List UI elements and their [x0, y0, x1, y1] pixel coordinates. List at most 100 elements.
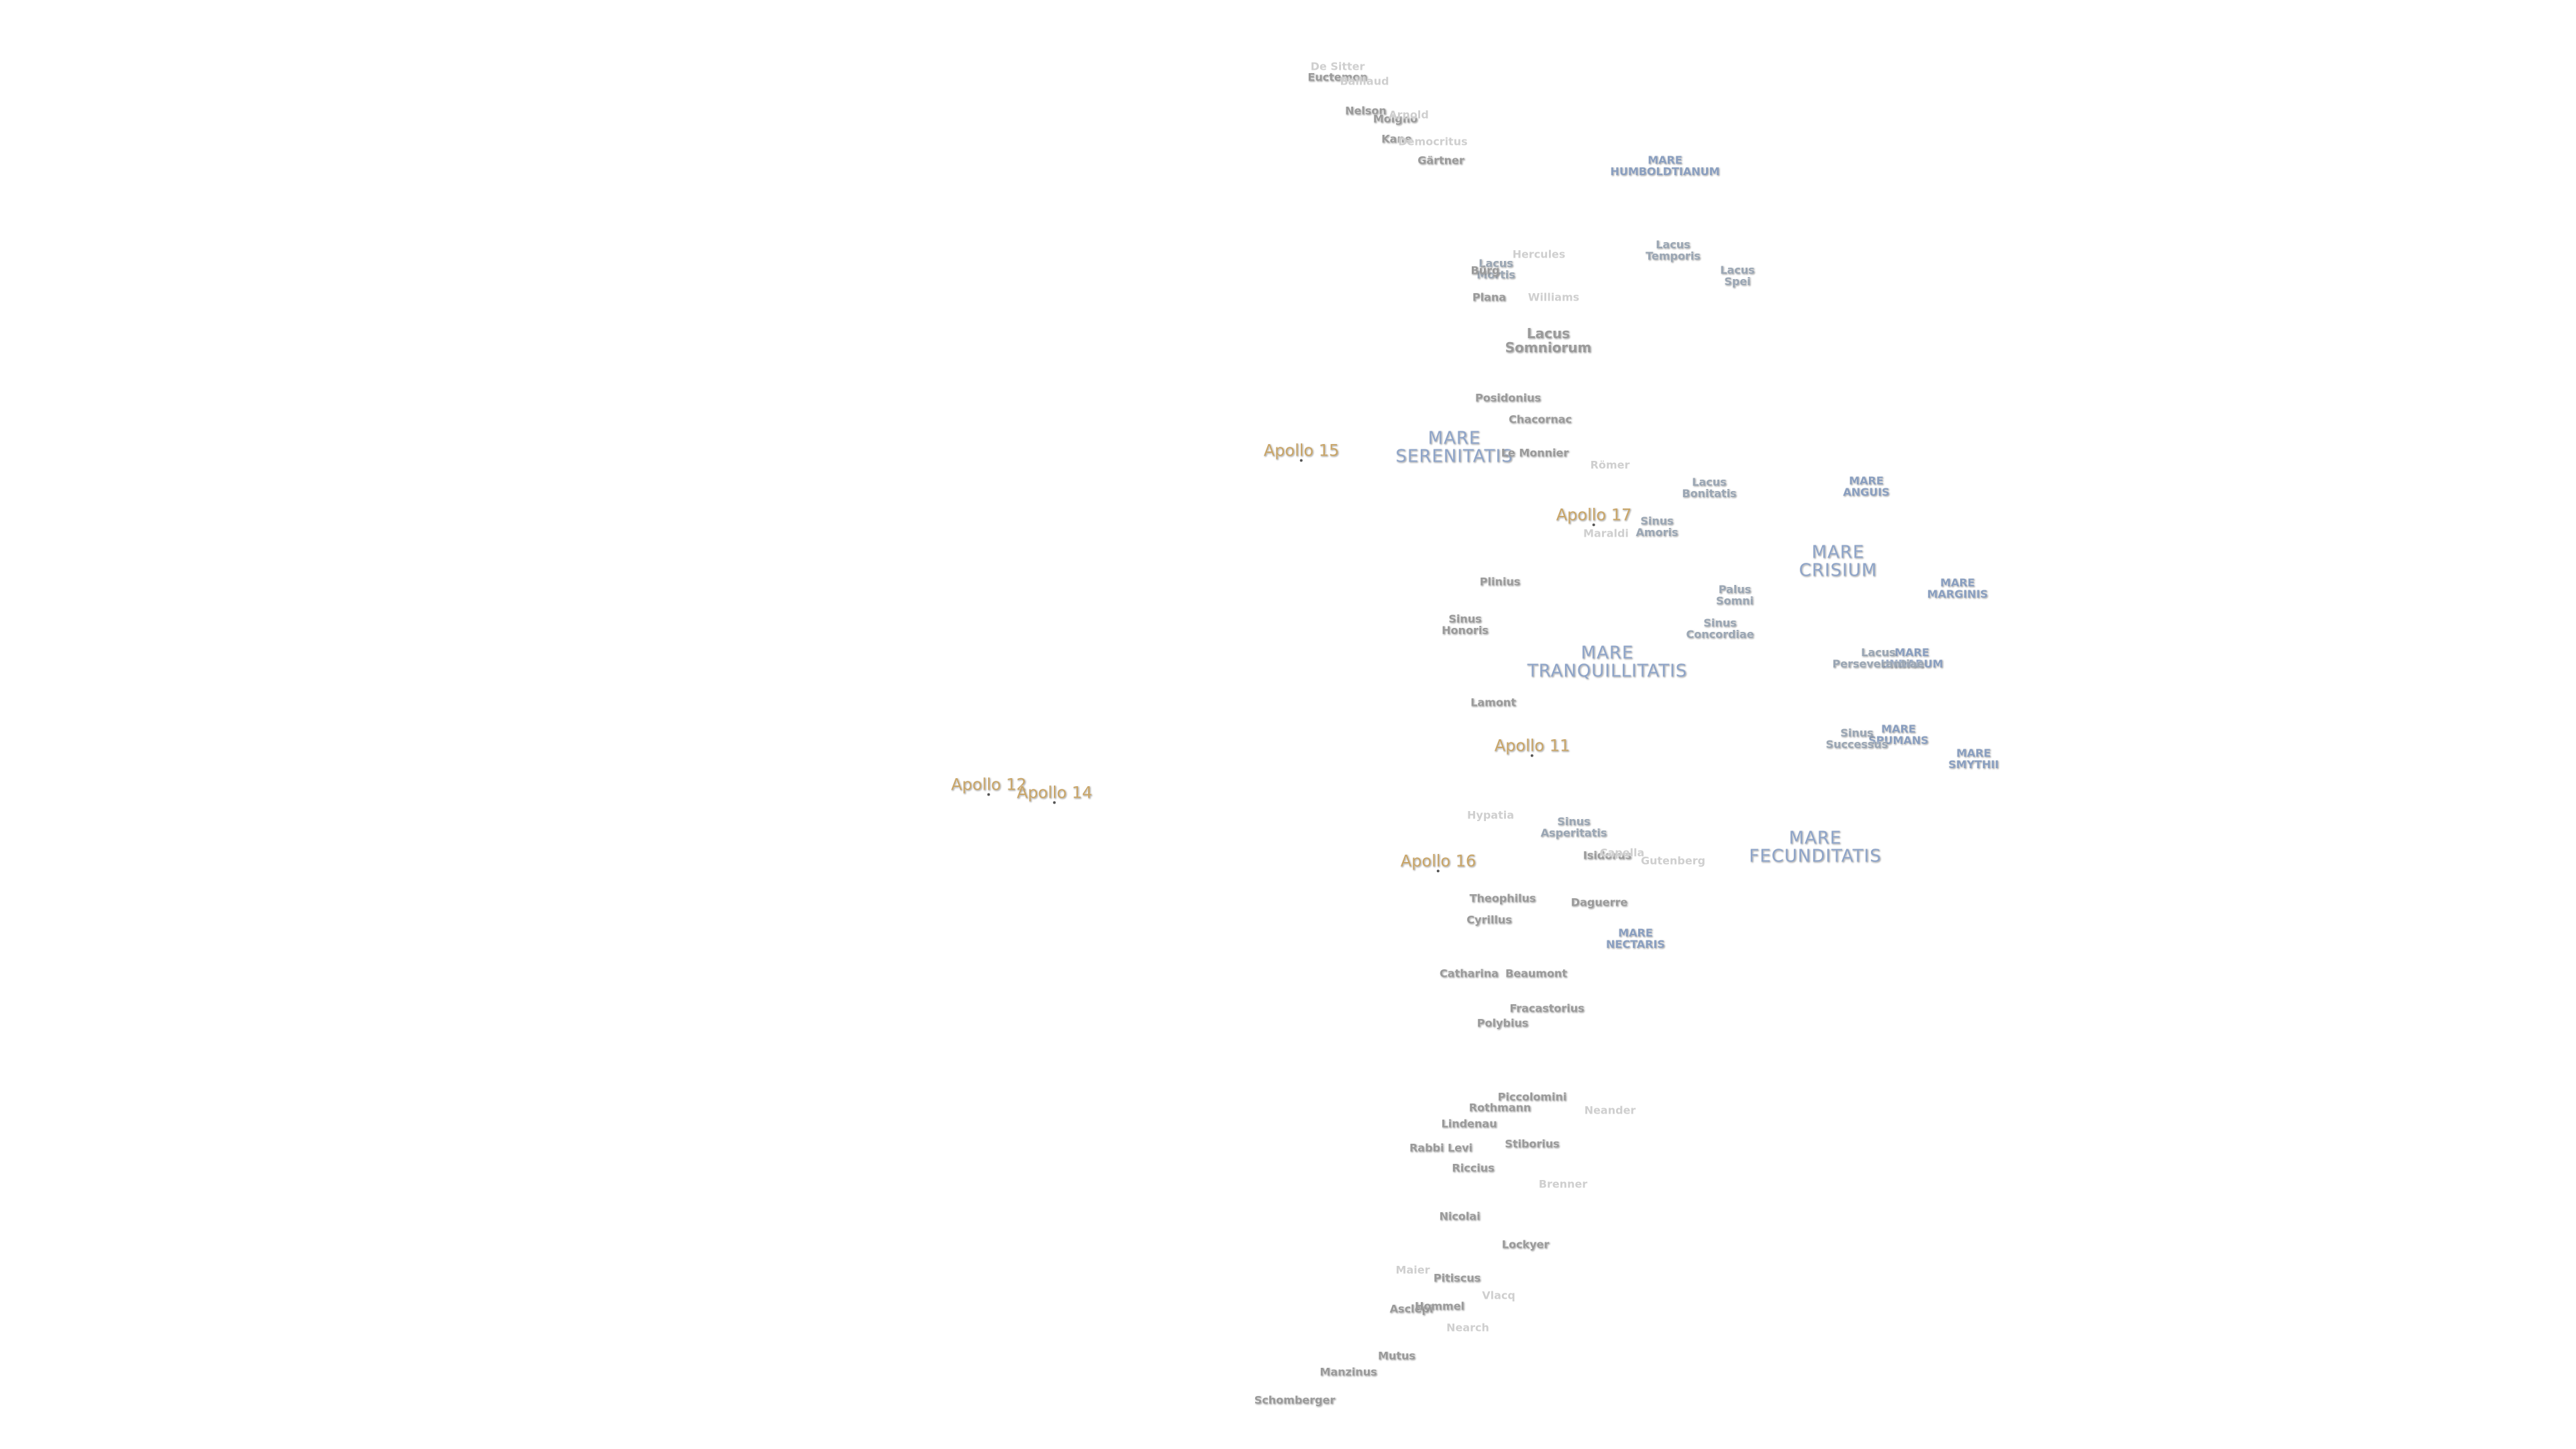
crater-label-nicolai: Nicolai — [1439, 1210, 1481, 1223]
crater-label-lamont: Lamont — [1470, 696, 1516, 709]
crater-label-theophilus: Theophilus — [1469, 892, 1536, 905]
mare-label-label-line2: TRANQUILLITATIS — [1527, 661, 1688, 682]
mare-label-label-line2: HUMBOLDTIANUM — [1610, 165, 1720, 178]
lake-label-label-line2: Concordiae — [1686, 628, 1754, 641]
crater-label-gartner: Gärtner — [1417, 154, 1464, 167]
crater-label-romer: Römer — [1590, 458, 1630, 472]
lake-label-label-line1: Lacus — [1526, 325, 1570, 341]
landing-site-apollo-17: Apollo 17 — [1556, 505, 1632, 527]
landing-site-apollo-14: Apollo 14 — [1016, 783, 1093, 804]
crater-label-manzinus: Manzinus — [1320, 1365, 1377, 1379]
crater-label-riccius: Riccius — [1452, 1161, 1495, 1175]
crater-label-kane: Kane — [1381, 132, 1412, 146]
mare-label-label-line1: MARE — [1940, 576, 1975, 590]
crater-label-nearch: Nearch — [1446, 1321, 1489, 1334]
landing-site-apollo-16: Apollo 16 — [1400, 851, 1477, 873]
landing-site-apollo-15: Apollo 15 — [1263, 441, 1340, 462]
crater-label-lindenau: Lindenau — [1441, 1117, 1497, 1130]
mare-label-label-line2: SPUMANS — [1868, 734, 1929, 747]
crater-label-chacornac: Chacornac — [1509, 413, 1572, 426]
crater-label-maier: Maier — [1395, 1263, 1430, 1277]
crater-label-williams: Williams — [1527, 290, 1580, 304]
crater-label-vlacq: Vlacq — [1482, 1289, 1515, 1302]
crater-label-cyrillus: Cyrillus — [1466, 913, 1512, 926]
crater-label-pitiscus: Pitiscus — [1433, 1271, 1481, 1285]
lake-label-label-line2: Bonitatis — [1682, 487, 1737, 500]
crater-label-baillaud: Baillaud — [1340, 74, 1389, 88]
mare-label-label-line1: MARE — [1648, 154, 1682, 167]
crater-label-gutenberg: Gutenberg — [1640, 854, 1706, 867]
crater-label-catharina: Catharina — [1440, 967, 1499, 980]
crater-label-plana: Plana — [1472, 290, 1507, 304]
landing-site-apollo-12: Apollo 12 — [951, 775, 1027, 796]
crater-label-mutus: Mutus — [1378, 1349, 1415, 1362]
crater-label-moigno: Moigno — [1373, 112, 1418, 125]
crater-label-nelson: Nelson — [1345, 104, 1387, 117]
lake-label-label-line1: Lacus — [1720, 264, 1755, 277]
lake-label-label-line2: Perseverantiae — [1832, 657, 1925, 670]
crater-label-maraldi: Maraldi — [1583, 527, 1629, 540]
mare-label-label-line1: MARE — [1618, 926, 1653, 940]
crater-label-plinius: Plinius — [1479, 575, 1521, 588]
mare-label-label-line2: CRISIUM — [1799, 561, 1878, 581]
mare-label-label-line1: MARE — [1788, 828, 1842, 849]
lake-label-label-line2: Temporis — [1646, 250, 1701, 262]
crater-label-de-sitter: De Sitter — [1310, 60, 1365, 73]
crater-label-rabbi-levi: Rabbi Levi — [1409, 1141, 1473, 1155]
lake-label-label-line1: Lacus — [1656, 238, 1690, 252]
crater-label-hypatia: Hypatia — [1467, 808, 1514, 822]
mare-label-label-line1: MARE — [1811, 542, 1865, 563]
crater-label-stiborius: Stiborius — [1505, 1137, 1560, 1150]
mare-label-label-line1: MARE — [1956, 747, 1991, 760]
crater-label-euctemon: Euctemon — [1307, 70, 1368, 84]
lake-label-label-line2: Spei — [1724, 275, 1751, 288]
mare-label-label-line2: SERENITATIS — [1395, 447, 1513, 467]
lake-label-label-line2: Asperitatis — [1540, 826, 1607, 839]
mare-label-label-line1: MARE — [1894, 646, 1929, 659]
crater-label-isidorus: Isidorus — [1582, 849, 1632, 862]
lake-label-label-line2: Somni — [1715, 594, 1754, 607]
crater-label-rothmann: Rothmann — [1468, 1101, 1532, 1114]
lake-label-label-line2: Successus — [1825, 738, 1888, 751]
lake-label-label-line1: Sinus — [1448, 612, 1482, 626]
mare-label-label-line2: UNDARUM — [1880, 657, 1943, 670]
lake-label-label-line1: Sinus — [1703, 616, 1737, 630]
mare-label-label-line2: SMYTHII — [1948, 758, 1999, 771]
mare-label-label-line2: ANGUIS — [1843, 486, 1890, 498]
lake-label-label-line1: Lacus — [1479, 257, 1513, 270]
crater-label-polybius: Polybius — [1477, 1016, 1529, 1030]
crater-label-daguerre: Daguerre — [1570, 896, 1628, 909]
crater-label-hercules: Hercules — [1512, 248, 1566, 261]
lake-label-label-line1: Sinus — [1640, 515, 1674, 528]
crater-label-burg: Bürg — [1470, 264, 1500, 277]
crater-label-fracastorius: Fracastorius — [1509, 1002, 1585, 1015]
crater-label-hommel: Hommel — [1414, 1299, 1465, 1313]
crater-label-asclepi: Asclepi — [1389, 1302, 1434, 1316]
mare-label-label-line1: MARE — [1849, 474, 1884, 488]
crater-label-schomberger: Schomberger — [1254, 1393, 1336, 1407]
lake-label-label-line1: Lacus — [1692, 476, 1727, 489]
crater-label-democritus: Democritus — [1398, 135, 1468, 148]
mare-label-label-line1: MARE — [1881, 722, 1916, 736]
crater-label-brenner: Brenner — [1538, 1177, 1588, 1191]
lake-label-label-line1: Lacus — [1861, 646, 1896, 659]
landing-site-apollo-11: Apollo 11 — [1494, 736, 1570, 757]
lake-label-label-line2: Mortis — [1477, 268, 1515, 281]
lake-label-label-line1: Palus — [1718, 583, 1752, 596]
